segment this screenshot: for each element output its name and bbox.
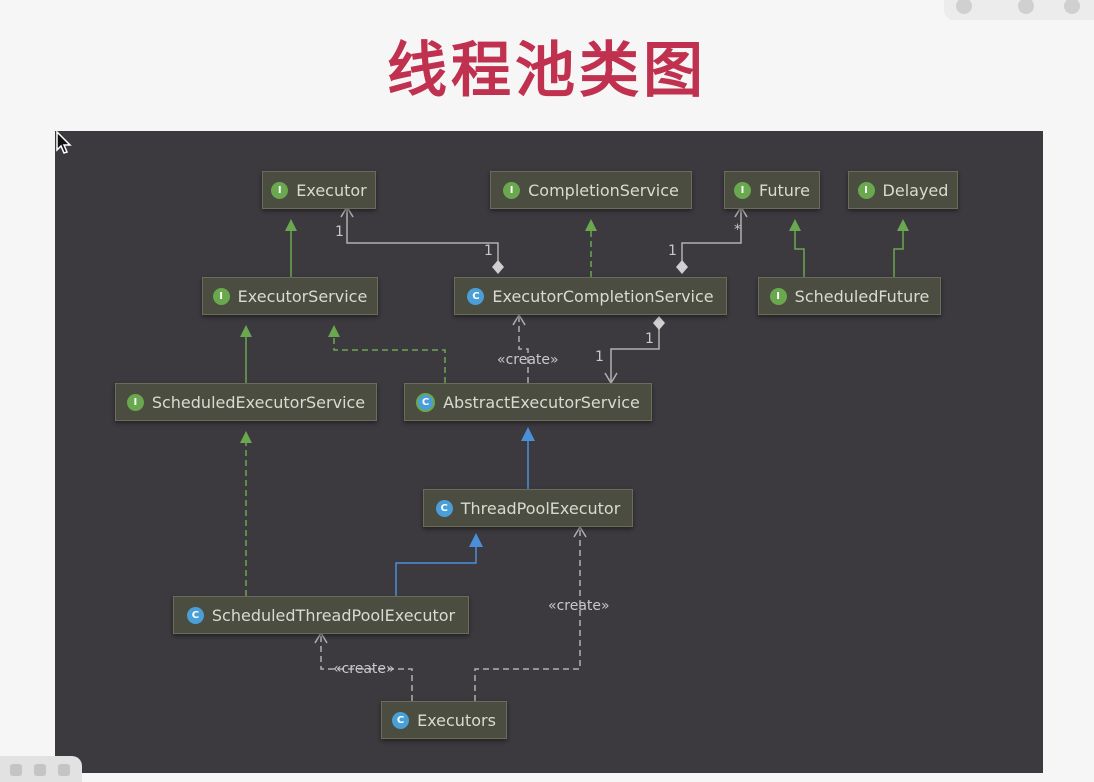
multiplicity-label: 1 (484, 243, 493, 259)
control-icon[interactable] (34, 764, 46, 776)
create-label: «create» (333, 661, 395, 677)
edge-ecs-aes (610, 328, 660, 381)
node-executor-service[interactable]: I ExecutorService (202, 277, 378, 315)
diamond-ecs-aes (653, 316, 665, 330)
class-icon: C (186, 606, 204, 624)
edge-aes-executorservice (333, 327, 446, 383)
multiplicity-label: * (734, 222, 741, 238)
arrowhead-create-ecs (512, 313, 526, 326)
node-label: ExecutorService (237, 286, 368, 306)
controls-icon[interactable] (956, 0, 972, 14)
window-controls (944, 0, 1094, 20)
class-icon: C (392, 711, 410, 729)
class-icon: C (467, 287, 485, 305)
node-label: Delayed (882, 180, 949, 200)
interface-icon: I (212, 287, 230, 305)
bottom-controls (0, 756, 82, 782)
arrowhead-completionservice (585, 219, 597, 231)
node-scheduled-future[interactable]: I ScheduledFuture (758, 277, 941, 315)
arrowhead-tpe (469, 533, 483, 547)
interface-icon: I (271, 181, 289, 199)
interface-icon: I (126, 393, 144, 411)
arrowhead-future (789, 219, 801, 231)
node-label: ScheduledExecutorService (151, 392, 366, 412)
arrowhead-ses (240, 431, 252, 443)
node-label: ThreadPoolExecutor (460, 498, 621, 518)
node-label: ScheduledFuture (794, 286, 930, 306)
node-label: Future (759, 180, 810, 200)
node-completion-service[interactable]: I CompletionService (490, 171, 692, 209)
node-executor-completion-service[interactable]: C ExecutorCompletionService (454, 277, 727, 315)
edge-scheduledfuture-delayed (893, 221, 904, 277)
diamond-ecs-future (676, 260, 688, 274)
node-label: CompletionService (528, 180, 679, 200)
node-future[interactable]: I Future (724, 171, 820, 209)
multiplicity-label: 1 (668, 243, 677, 259)
node-label: ExecutorCompletionService (492, 286, 714, 306)
slide-title: 线程池类图 (387, 36, 707, 106)
node-executor[interactable]: I Executor (262, 171, 376, 209)
node-executors[interactable]: C Executors (381, 701, 507, 739)
interface-icon: I (769, 287, 787, 305)
interface-icon: I (503, 181, 521, 199)
edge-ecs-executor (346, 209, 499, 267)
node-scheduled-executor-service[interactable]: I ScheduledExecutorService (115, 383, 377, 421)
abstract-class-icon: C (416, 392, 436, 412)
interface-icon: I (857, 181, 875, 199)
create-label: «create» (497, 352, 559, 368)
edge-aes-create-ecs (518, 317, 529, 383)
edge-executors-create-stpe (320, 635, 413, 701)
controls-icon[interactable] (1018, 0, 1034, 14)
multiplicity-label: 1 (645, 331, 654, 347)
arrowhead-executor (285, 219, 297, 231)
edge-executors-create-tpe (474, 529, 581, 701)
node-label: ScheduledThreadPoolExecutor (211, 605, 456, 625)
arrowhead-executorservice-right (328, 325, 340, 337)
control-icon[interactable] (58, 764, 70, 776)
node-delayed[interactable]: I Delayed (848, 171, 958, 209)
node-label: Executor (296, 180, 367, 200)
arrowhead-delayed (897, 219, 909, 231)
control-icon[interactable] (10, 764, 22, 776)
arrowhead-executorservice-left (240, 325, 252, 337)
edges-layer (240, 205, 909, 701)
node-scheduled-thread-pool-executor[interactable]: C ScheduledThreadPoolExecutor (173, 596, 469, 634)
arrowhead-aes (521, 427, 535, 441)
node-abstract-executor-service[interactable]: C AbstractExecutorService (404, 383, 652, 421)
multiplicity-label: 1 (595, 349, 604, 365)
node-label: AbstractExecutorService (443, 392, 640, 412)
diamond-ecs-executor (492, 260, 504, 274)
edge-ecs-future (681, 209, 742, 267)
arrowhead-create-tpe (573, 525, 587, 538)
mouse-cursor-icon (56, 131, 72, 154)
create-label: «create» (548, 598, 610, 614)
edge-stpe-tpe (395, 539, 477, 596)
interface-icon: I (734, 181, 752, 199)
controls-icon[interactable] (1064, 0, 1080, 14)
multiplicity-label: 1 (335, 224, 344, 240)
edge-scheduledfuture-future (794, 221, 805, 277)
uml-class-diagram: I Executor I CompletionService I Future … (55, 131, 1043, 773)
class-icon: C (435, 499, 453, 517)
node-label: Executors (417, 710, 496, 730)
node-thread-pool-executor[interactable]: C ThreadPoolExecutor (423, 489, 633, 527)
